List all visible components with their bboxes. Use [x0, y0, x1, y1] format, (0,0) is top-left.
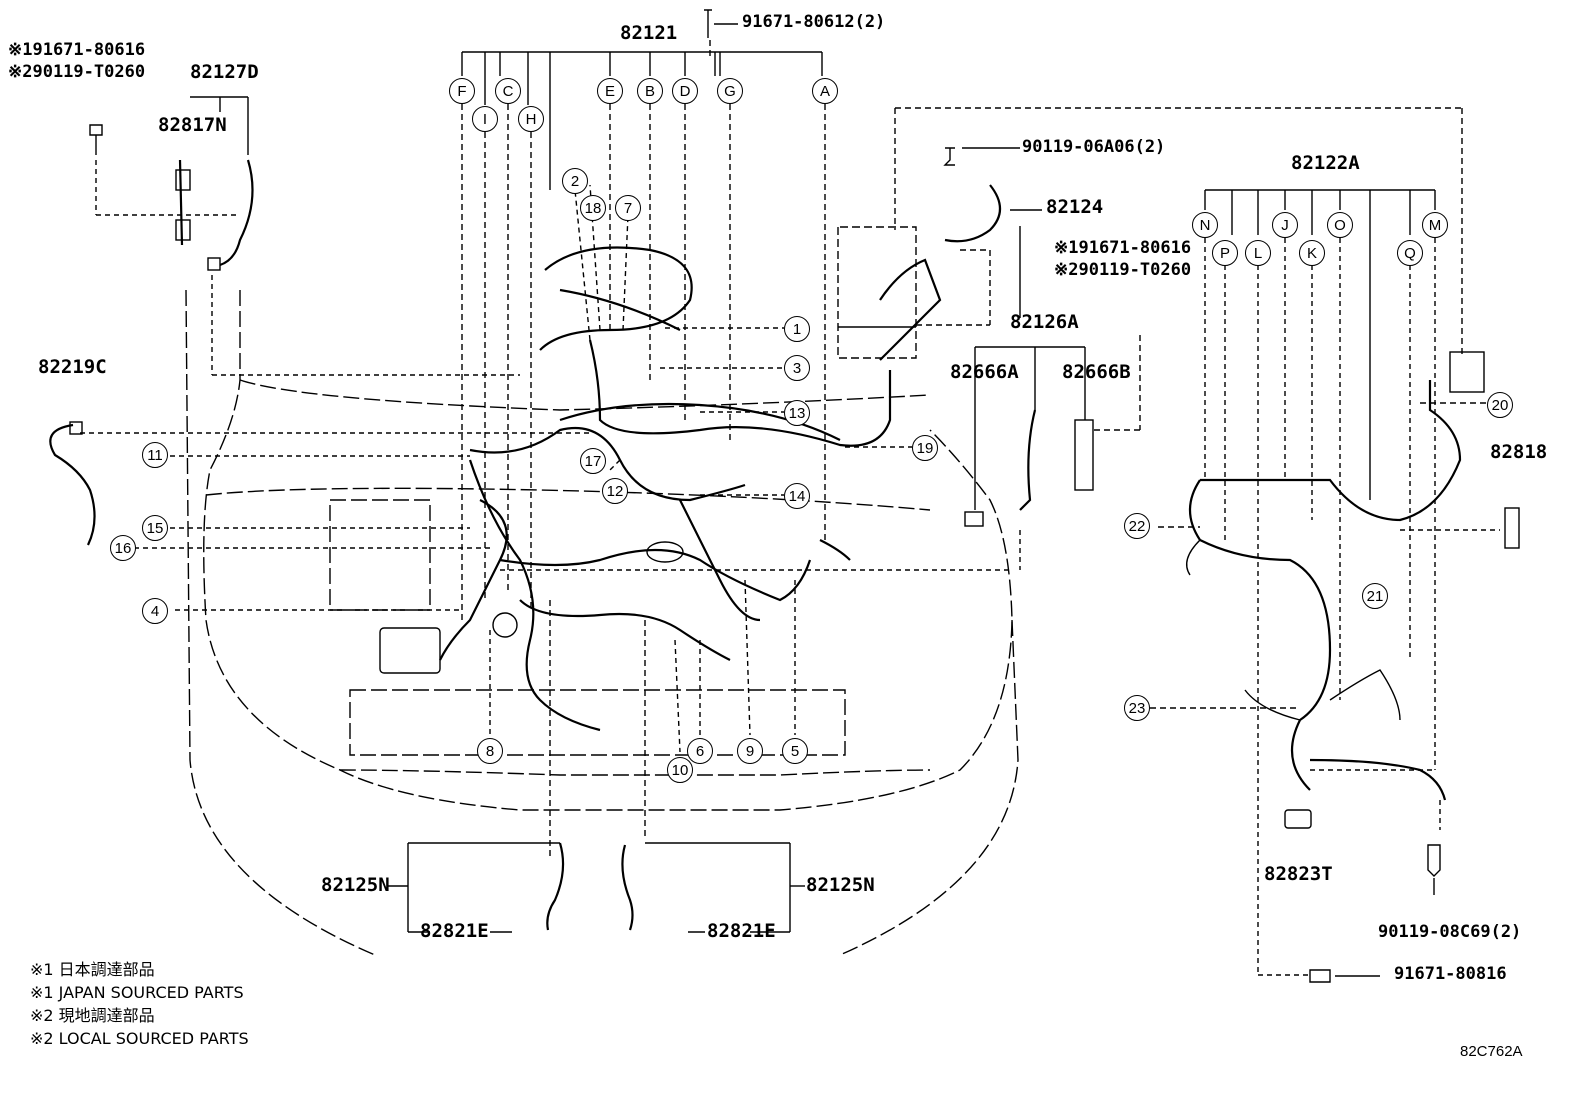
callout-O: O: [1327, 212, 1353, 238]
callout-I: I: [472, 106, 498, 132]
callout-14: 14: [784, 483, 810, 509]
callout-8: 8: [477, 738, 503, 764]
callout-3: 3: [784, 355, 810, 381]
legend-line-1: ※1 日本調達部品: [30, 960, 155, 979]
part-82219C-label: 82219C: [38, 356, 107, 378]
callout-F: F: [449, 78, 475, 104]
callout-C: C: [495, 78, 521, 104]
callout-G: G: [717, 78, 743, 104]
left-note2: ※290119-T0260: [8, 62, 146, 82]
callout-22: 22: [1124, 513, 1150, 539]
legend-line-4: ※2 LOCAL SOURCED PARTS: [30, 1029, 249, 1048]
legend-line-3: ※2 現地調達部品: [30, 1006, 155, 1025]
callout-2: 2: [562, 168, 588, 194]
part-82126A-label: 82126A: [1010, 311, 1079, 333]
bolt-91671-80816-label: 91671-80816: [1394, 964, 1507, 984]
part-82821E-right-label: 82821E: [707, 920, 776, 942]
left-note1: ※191671-80616: [8, 40, 146, 60]
callout-H: H: [518, 106, 544, 132]
callout-21: 21: [1362, 583, 1388, 609]
callout-M: M: [1422, 212, 1448, 238]
callout-B: B: [637, 78, 663, 104]
part-82125N-right-label: 82125N: [806, 874, 875, 896]
callout-N: N: [1192, 212, 1218, 238]
legend-line-2: ※1 JAPAN SOURCED PARTS: [30, 983, 244, 1002]
callout-J: J: [1272, 212, 1298, 238]
callout-16: 16: [110, 535, 136, 561]
part-82666B-label: 82666B: [1062, 361, 1131, 383]
callout-12: 12: [602, 478, 628, 504]
callout-9: 9: [737, 738, 763, 764]
bolt-90119-08C69-label: 90119-08C69(2): [1378, 922, 1522, 942]
callout-6: 6: [687, 738, 713, 764]
part-82122A-label: 82122A: [1291, 152, 1360, 174]
callout-7: 7: [615, 195, 641, 221]
callout-11: 11: [142, 442, 168, 468]
callout-4: 4: [142, 598, 168, 624]
callout-1: 1: [784, 316, 810, 342]
callout-13: 13: [784, 400, 810, 426]
part-82821E-left-label: 82821E: [420, 920, 489, 942]
callout-5: 5: [782, 738, 808, 764]
callout-L: L: [1245, 240, 1271, 266]
callout-15: 15: [142, 515, 168, 541]
diagram-code: 82C762A: [1460, 1043, 1523, 1060]
callout-23: 23: [1124, 695, 1150, 721]
part-82818-label: 82818: [1490, 441, 1548, 463]
part-82124-label: 82124: [1046, 196, 1104, 218]
part-82823T-label: 82823T: [1264, 863, 1333, 885]
engine-note1: ※191671-80616: [1054, 238, 1192, 258]
callout-20: 20: [1487, 392, 1513, 418]
part-82127D-label: 82127D: [190, 61, 259, 83]
engine-note2: ※290119-T0260: [1054, 260, 1192, 280]
part-82125N-left-label: 82125N: [321, 874, 390, 896]
part-82817N-label: 82817N: [158, 114, 227, 136]
callout-D: D: [672, 78, 698, 104]
callout-10: 10: [667, 757, 693, 783]
callout-P: P: [1212, 240, 1238, 266]
callout-17: 17: [580, 448, 606, 474]
part-82666A-label: 82666A: [950, 361, 1019, 383]
part-82121-label: 82121: [620, 22, 678, 44]
callout-K: K: [1299, 240, 1325, 266]
callout-19: 19: [912, 435, 938, 461]
callout-E: E: [597, 78, 623, 104]
callout-18: 18: [580, 195, 606, 221]
callout-A: A: [812, 78, 838, 104]
bolt-91671-80612-label: 91671-80612(2): [742, 12, 886, 32]
bolt-90119-06A06-label: 90119-06A06(2): [1022, 137, 1166, 157]
callout-Q: Q: [1397, 240, 1423, 266]
